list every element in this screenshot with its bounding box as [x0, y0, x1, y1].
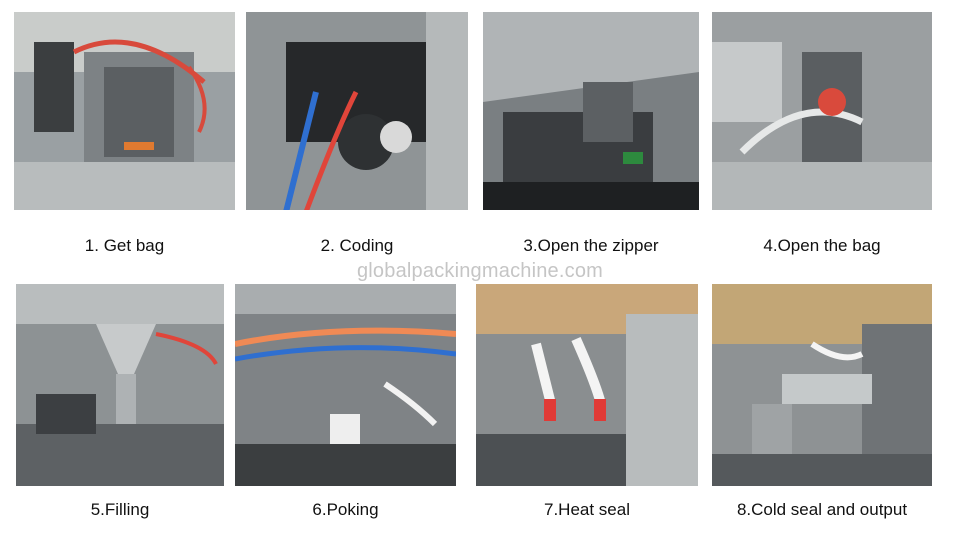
open-zipper-photo: [483, 12, 699, 210]
step-label: 2. Coding: [320, 236, 394, 255]
step-label: 4.Open the bag: [763, 236, 881, 255]
watermark: globalpackingmachine.com: [356, 260, 604, 282]
step-label: 3.Open the zipper: [523, 236, 659, 255]
step-label: 8.Cold seal and output: [736, 500, 908, 519]
step-label: 7.Heat seal: [544, 500, 630, 519]
poking-photo: [235, 284, 456, 486]
step-label: 1. Get bag: [84, 236, 165, 255]
open-bag-photo: [712, 12, 932, 210]
get-bag-photo: [14, 12, 235, 210]
heat-seal-photo: [476, 284, 698, 486]
cold-seal-output-photo: [712, 284, 932, 486]
step-label: 6.Poking: [312, 500, 379, 519]
filling-photo: [16, 284, 224, 486]
step-label: 5.Filling: [90, 500, 150, 519]
coding-photo: [246, 12, 468, 210]
